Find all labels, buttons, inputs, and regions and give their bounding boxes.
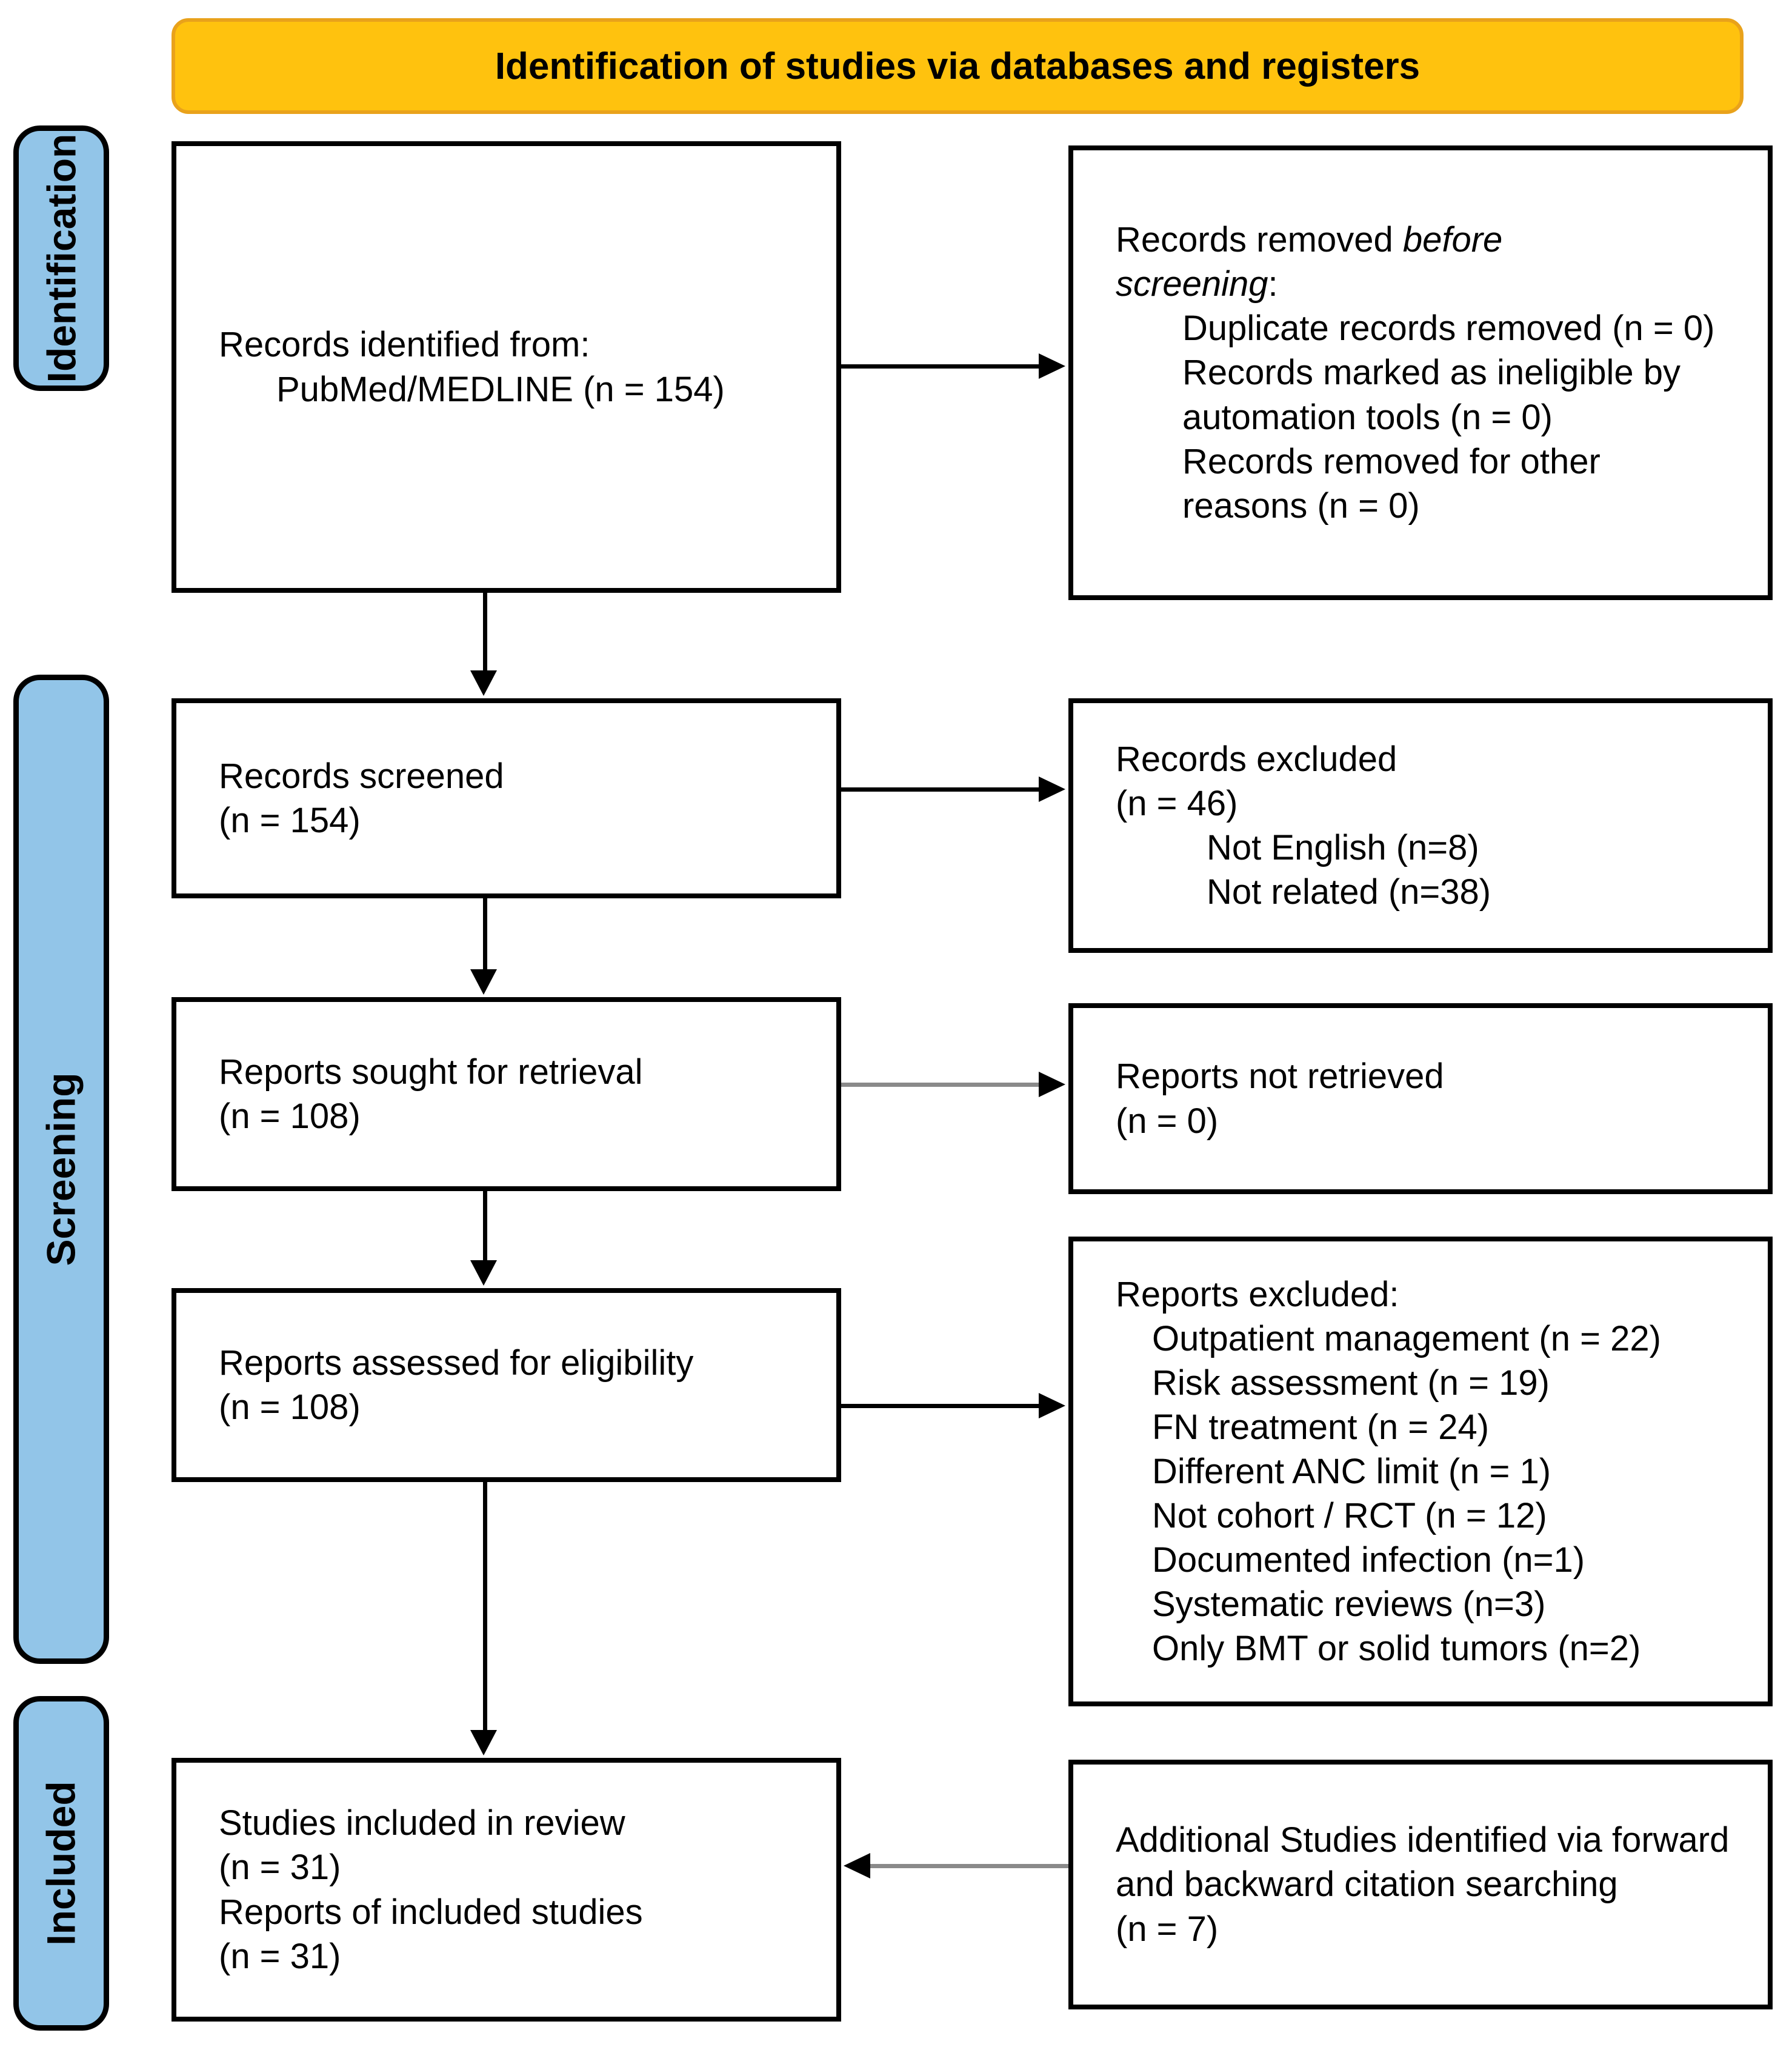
arrow-assessed-to-excluded-shaft	[841, 1404, 1041, 1408]
reports-excluded-item: Different ANC limit (n = 1)	[1152, 1451, 1551, 1491]
reports-not-retrieved-line1: Reports not retrieved	[1116, 1057, 1444, 1097]
box-reports-not-retrieved: Reports not retrieved (n = 0)	[1068, 1003, 1773, 1194]
arrow-sought-to-not-retrieved-head	[1039, 1072, 1065, 1097]
studies-included-line2: (n = 31)	[219, 1848, 341, 1888]
records-removed-lead-italic: before screening	[1116, 220, 1503, 304]
records-excluded-item: Not related (n=38)	[1207, 872, 1491, 912]
arrow-identified-to-removed-shaft	[841, 364, 1041, 369]
arrow-assessed-to-excluded-head	[1039, 1393, 1065, 1418]
box-reports-assessed: Reports assessed for eligibility (n = 10…	[172, 1288, 841, 1482]
additional-studies-count: (n = 7)	[1116, 1909, 1219, 1949]
stage-included: Included	[13, 1696, 109, 2031]
reports-excluded-item: Outpatient management (n = 22)	[1152, 1318, 1661, 1358]
box-records-excluded: Records excluded (n = 46) Not English (n…	[1068, 698, 1773, 953]
reports-excluded-item: Risk assessment (n = 19)	[1152, 1363, 1550, 1403]
reports-excluded-item: FN treatment (n = 24)	[1152, 1407, 1490, 1447]
arrow-assessed-to-included-shaft	[483, 1482, 487, 1731]
arrow-identified-to-screened-head	[470, 670, 497, 696]
reports-excluded-item: Only BMT or solid tumors (n=2)	[1152, 1629, 1641, 1669]
box-records-removed: Records removed before screening: Duplic…	[1068, 145, 1773, 600]
records-removed-lead-normal: Records removed	[1116, 220, 1403, 260]
reports-sought-line1: Reports sought for retrieval	[219, 1052, 643, 1092]
records-removed-item: Records removed for other reasons (n = 0…	[1182, 441, 1600, 526]
reports-sought-line2: (n = 108)	[219, 1097, 361, 1136]
arrow-sought-to-assessed-shaft	[483, 1191, 487, 1261]
arrow-additional-to-included-shaft	[869, 1864, 1068, 1868]
reports-assessed-line1: Reports assessed for eligibility	[219, 1343, 694, 1383]
stage-included-label: Included	[39, 1781, 84, 1946]
arrow-identified-to-screened-shaft	[483, 593, 487, 673]
stage-identification-label: Identification	[39, 133, 84, 383]
box-records-identified: Records identified from: PubMed/MEDLINE …	[172, 141, 841, 593]
reports-excluded-item: Systematic reviews (n=3)	[1152, 1585, 1546, 1625]
box-additional-studies: Additional Studies identified via forwar…	[1068, 1760, 1773, 2009]
arrow-sought-to-not-retrieved-shaft	[841, 1083, 1041, 1087]
reports-excluded-title: Reports excluded:	[1116, 1274, 1399, 1314]
records-removed-lead-colon: :	[1268, 264, 1278, 304]
reports-assessed-line2: (n = 108)	[219, 1387, 361, 1427]
stage-screening: Screening	[13, 675, 109, 1664]
records-excluded-item: Not English (n=8)	[1207, 828, 1479, 867]
records-screened-line1: Records screened	[219, 756, 504, 796]
records-identified-line2: PubMed/MEDLINE (n = 154)	[276, 369, 725, 409]
banner: Identification of studies via databases …	[172, 18, 1744, 114]
records-removed-lead: Records removed before screening:	[1116, 218, 1540, 306]
banner-title: Identification of studies via databases …	[495, 45, 1421, 87]
reports-excluded-item: Documented infection (n=1)	[1152, 1540, 1585, 1580]
records-excluded-line2: (n = 46)	[1116, 783, 1238, 823]
stage-screening-label: Screening	[39, 1072, 84, 1266]
arrow-assessed-to-included-head	[470, 1730, 497, 1755]
box-reports-sought: Reports sought for retrieval (n = 108)	[172, 997, 841, 1191]
box-records-screened: Records screened (n = 154)	[172, 698, 841, 898]
records-identified-line1: Records identified from:	[219, 325, 590, 365]
records-removed-item: Duplicate records removed (n = 0)	[1182, 309, 1715, 349]
records-screened-line2: (n = 154)	[219, 801, 361, 840]
reports-excluded-item: Not cohort / RCT (n = 12)	[1152, 1496, 1547, 1536]
reports-not-retrieved-line2: (n = 0)	[1116, 1101, 1219, 1141]
box-reports-excluded: Reports excluded: Outpatient management …	[1068, 1237, 1773, 1706]
arrow-additional-to-included-head	[844, 1853, 870, 1878]
arrow-screened-to-sought-head	[470, 969, 497, 995]
records-removed-item: Records marked as ineligible by automati…	[1182, 353, 1681, 437]
stage-identification: Identification	[13, 125, 109, 391]
arrow-sought-to-assessed-head	[470, 1260, 497, 1286]
arrow-screened-to-excluded-head	[1039, 776, 1065, 802]
additional-studies-lead: Additional Studies identified via forwar…	[1116, 1820, 1730, 1905]
box-studies-included: Studies included in review (n = 31) Repo…	[172, 1758, 841, 2022]
arrow-screened-to-sought-shaft	[483, 898, 487, 970]
studies-included-line3: Reports of included studies	[219, 1892, 643, 1932]
arrow-screened-to-excluded-shaft	[841, 787, 1041, 792]
arrow-identified-to-removed-head	[1039, 353, 1065, 379]
studies-included-line4: (n = 31)	[219, 1936, 341, 1976]
studies-included-line1: Studies included in review	[219, 1803, 625, 1843]
records-excluded-line1: Records excluded	[1116, 739, 1397, 779]
